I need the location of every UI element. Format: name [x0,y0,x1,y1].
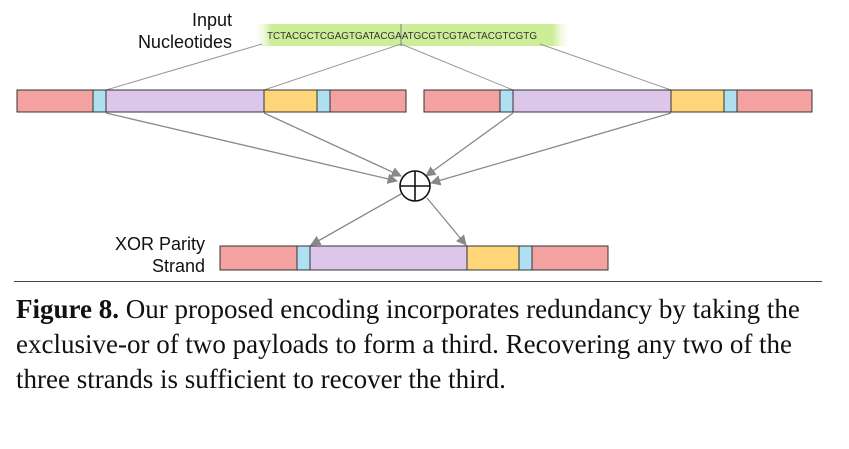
nucleotide-sequence-bar [252,24,572,46]
payload-strand-1 [16,89,407,113]
figure-number: Figure 8. [16,294,119,324]
primer-segment [423,89,501,113]
arrow [105,112,399,184]
primer-segment [736,89,813,113]
fanout-lines [105,43,672,91]
index-segment [518,245,533,271]
primer-segment [531,245,609,271]
figure-caption: Figure 8. Our proposed encoding incorpor… [16,292,826,397]
fanout-line [400,43,514,91]
arrow [310,193,402,246]
index-segment [316,89,331,113]
index-segment [499,89,514,113]
input-label-line1: Input [191,10,232,30]
nucleotide-sequence-text: TCTACGCTCGAGTGATACGAATGCGTCGTACTACGTCGTG [267,31,537,42]
index-segment [92,89,107,113]
payload-segment [512,89,672,113]
xor-input-arrows [105,112,672,186]
primer-segment [329,89,407,113]
arrow [430,112,672,186]
fanout-line [263,43,402,91]
index-segment [723,89,738,113]
caption-divider [14,281,822,282]
parity-label-line1: XOR Parity [114,234,205,254]
xor-encoding-diagram: TCTACGCTCGAGTGATACGAATGCGTCGTACTACGTCGTG [16,24,813,271]
payload-segment [309,245,468,271]
payload-segment [105,89,265,113]
caption-text: Our proposed encoding incorporates redun… [16,294,800,394]
checksum-segment [466,245,520,271]
input-label-line2: Nucleotides [137,32,232,52]
checksum-segment [263,89,318,113]
arrow [263,112,402,177]
fanout-line [539,43,672,91]
xor-output-arrows [310,193,467,246]
index-segment [296,245,311,271]
primer-segment [219,245,298,271]
arrow [426,197,467,246]
input-nucleotides-label: Input Nucleotides [100,9,232,53]
arrow [425,112,514,177]
checksum-segment [670,89,725,113]
primer-segment [16,89,94,113]
xor-parity-strand [219,245,609,271]
xor-parity-strand-label: XOR Parity Strand [60,233,205,277]
fanout-line [105,43,263,91]
payload-strand-2 [423,89,813,113]
parity-label-line2: Strand [151,256,205,276]
